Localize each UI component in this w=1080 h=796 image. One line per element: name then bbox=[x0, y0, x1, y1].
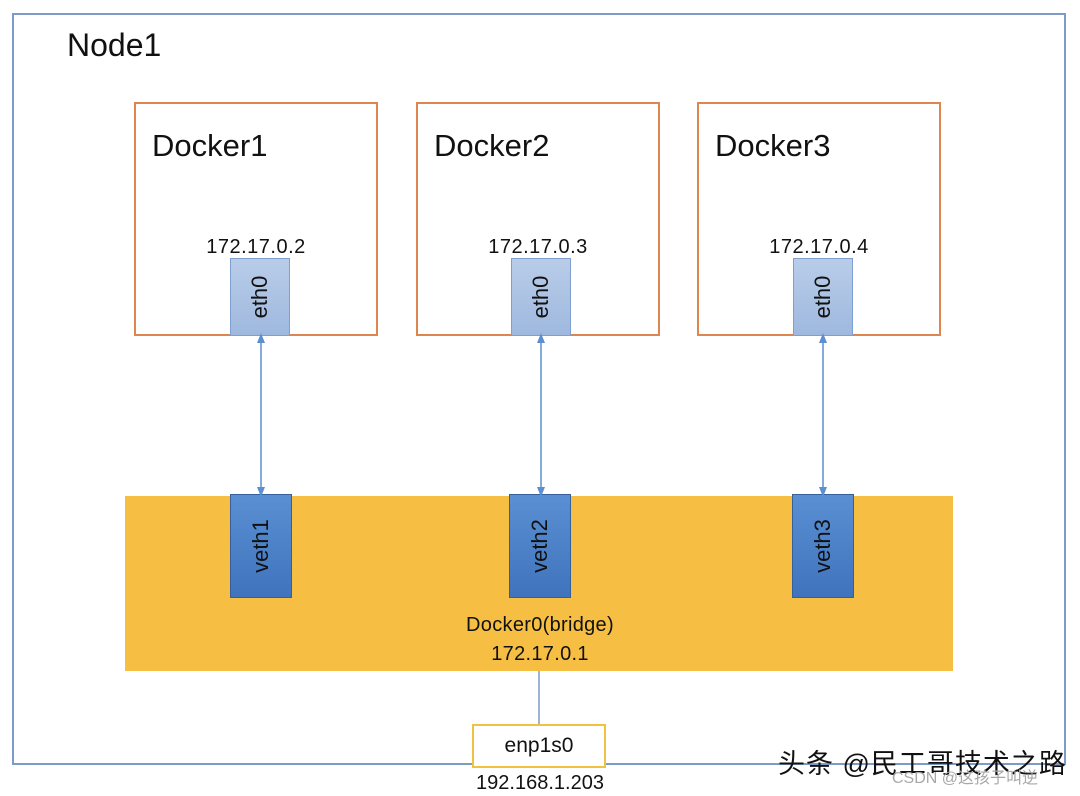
docker2-container: Docker2 172.17.0.3 bbox=[416, 102, 660, 336]
docker3-ip: 172.17.0.4 bbox=[769, 236, 869, 258]
watermark-main: 头条 @民工哥技术之路 bbox=[778, 749, 1067, 779]
veth3: veth3 bbox=[792, 494, 854, 598]
docker1-ip: 172.17.0.2 bbox=[206, 236, 306, 258]
node-title: Node1 bbox=[67, 27, 162, 63]
watermark-sub: CSDN @这孩子叫逆 bbox=[892, 770, 1039, 787]
bridge-ip: 172.17.0.1 bbox=[491, 643, 589, 665]
docker2-eth0: eth0 bbox=[511, 258, 571, 336]
bridge-name: Docker0(bridge) bbox=[466, 614, 614, 636]
docker3-eth0: eth0 bbox=[793, 258, 853, 336]
docker2-title: Docker2 bbox=[434, 128, 550, 163]
docker3-title: Docker3 bbox=[715, 128, 831, 163]
docker1-eth0: eth0 bbox=[230, 258, 290, 336]
enp1s0-ip: 192.168.1.203 bbox=[476, 772, 604, 794]
veth2: veth2 bbox=[509, 494, 571, 598]
docker2-ip: 172.17.0.3 bbox=[488, 236, 588, 258]
docker1-title: Docker1 bbox=[152, 128, 268, 163]
enp1s0-interface: enp1s0 bbox=[472, 724, 606, 768]
